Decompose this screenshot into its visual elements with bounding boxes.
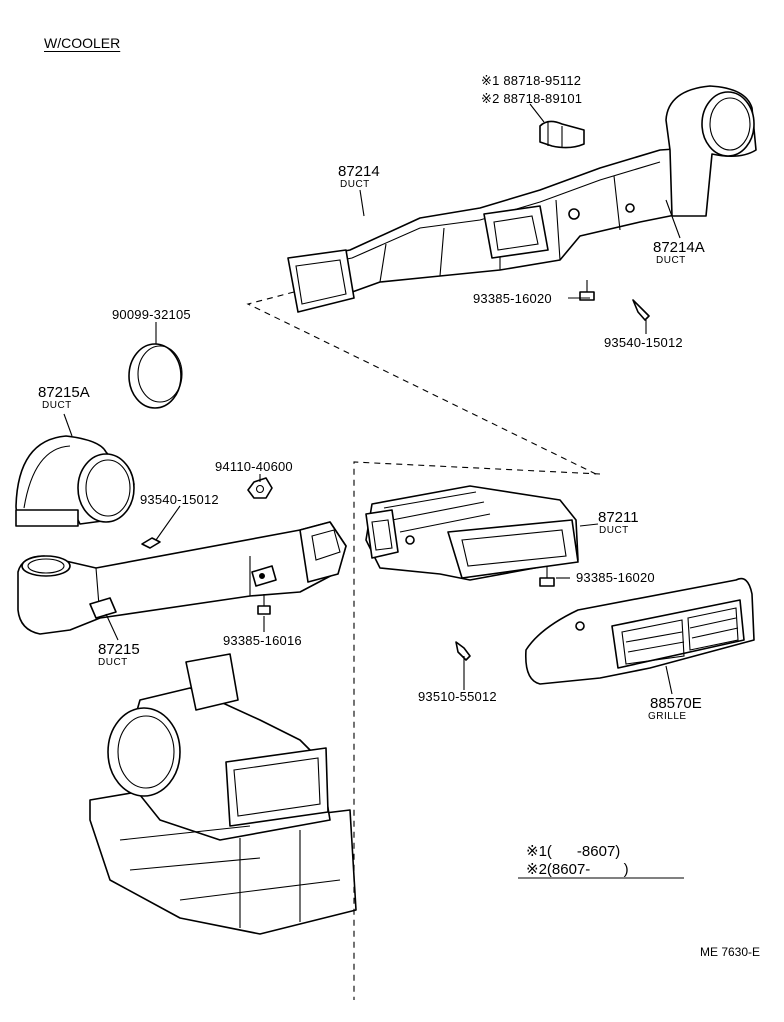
callout-87215-number: 87215 [98,641,140,658]
callout-87211-number: 87211 [598,509,639,526]
callout-88718-89101: ※2 88718-89101 [481,92,582,105]
legend-row-1-mark: ※1 [526,843,547,860]
callout-87211-desc: DUCT [599,525,629,536]
callout-87215-desc: DUCT [98,657,128,668]
dashed-leader-center [353,461,601,1000]
legend-row-2-range: (8607- ) [546,861,629,878]
callout-93385-16020-mid: 93385-16020 [576,570,655,585]
duct-87215-drawing [17,521,347,635]
callout-88718a-number: 88718-95112 [503,73,582,88]
callout-88718b-mark: ※2 [481,91,500,106]
duct-87211-drawing [365,485,579,581]
legend-row-1-range: ( -8607) [546,843,621,860]
screws-left [141,477,273,615]
duct-87214-drawing [287,85,757,313]
callout-87214A-number: 87214A [653,239,705,256]
header-title: W/COOLER [44,35,121,51]
callout-94110-40600: 94110-40600 [215,459,293,474]
callout-leaders [63,103,684,879]
legend-row-2-mark: ※2 [526,861,547,878]
callout-88718-95112: ※1 88718-95112 [481,74,581,87]
callout-88718a-mark: ※1 [481,73,500,88]
reference-code: ME 7630-E [700,945,761,959]
heater-unit-drawing [89,653,357,935]
duct-87215A-drawing [15,435,135,527]
grille-88570E-drawing [524,577,755,685]
callout-93540-15012-left: 93540-15012 [140,492,219,507]
callout-87215A-number: 87215A [38,384,90,401]
callout-87214A-desc: DUCT [656,255,686,266]
legend-row-1: ※1( -8607) [526,844,620,859]
callout-93510-55012: 93510-55012 [418,689,497,704]
callout-93385-16016: 93385-16016 [223,633,302,648]
callout-88570E-desc: GRILLE [648,711,687,722]
callout-93540-15012-top: 93540-15012 [604,335,683,350]
cap-90099-drawing [128,343,183,409]
callout-88718b-number: 88718-89101 [503,91,583,106]
callout-87214-number: 87214 [338,163,380,180]
callout-90099-32105: 90099-32105 [112,307,191,322]
callout-87214-desc: DUCT [340,179,370,190]
dashed-leader-upper [246,291,601,477]
callout-88570E-number: 88570E [650,695,702,712]
screws-center [455,566,555,661]
callout-93385-16020-top: 93385-16020 [473,291,552,306]
legend-row-2: ※2(8607- ) [526,862,629,877]
callout-87215A-desc: DUCT [42,400,72,411]
screws-upper [579,280,650,321]
